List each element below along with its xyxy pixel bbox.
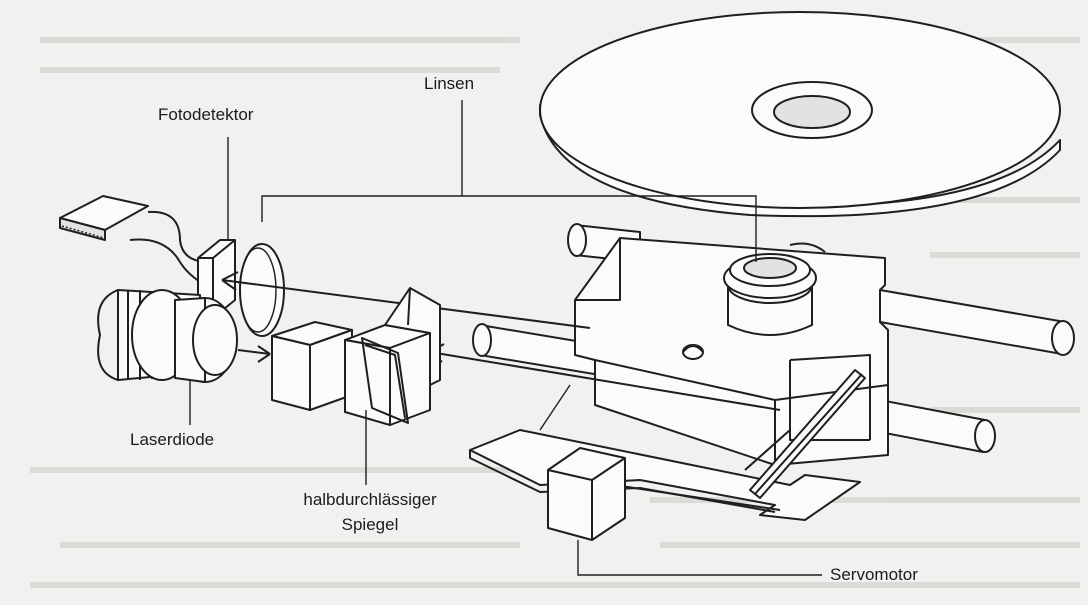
sensor-chip (59, 195, 206, 286)
objective-lens-holder (723, 242, 826, 336)
lenses-callout-lines (261, 100, 757, 262)
prism-top (384, 287, 441, 386)
laser-diode-label: Laserdiode (130, 430, 215, 449)
servo-motor-label: Servomotor (830, 565, 918, 584)
collimator-lens (239, 243, 285, 337)
half-transparent-mirror (344, 324, 431, 426)
laser-diode (97, 289, 238, 425)
photodetector (197, 137, 236, 319)
background-text-lines (30, 37, 1080, 588)
servo-assembly (469, 369, 866, 576)
mirror-label-line1: halbdurchlässiger (303, 490, 437, 509)
lenses-label: Linsen (424, 74, 475, 93)
prism-block-left (271, 321, 353, 411)
mirror-label-line2: Spiegel (341, 515, 399, 534)
photodetector-label: Fotodetektor (158, 105, 254, 124)
compact-disc (539, 11, 1061, 218)
